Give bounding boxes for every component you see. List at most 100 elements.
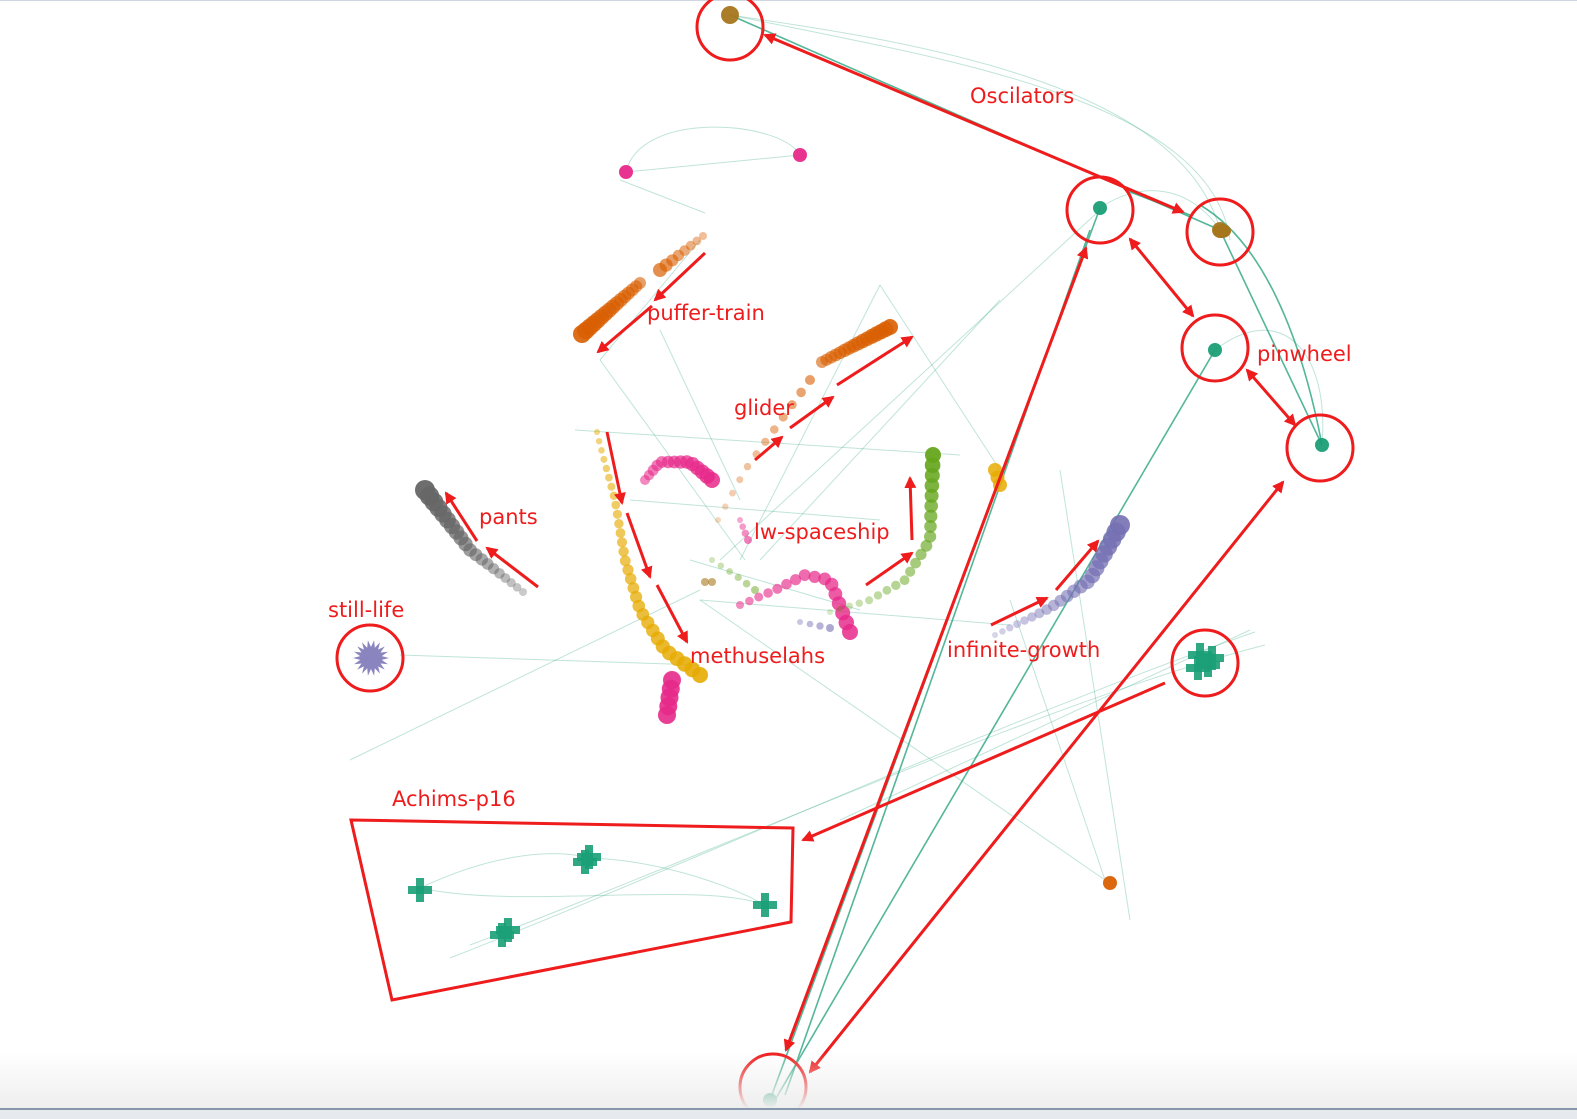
data-point [734, 573, 742, 582]
infinite-growth-points [797, 619, 834, 632]
cross-point [490, 923, 514, 947]
label-lw-spaceship: lw-spaceship [754, 520, 890, 544]
data-point [999, 628, 1006, 635]
label-achims-p16: Achims-p16 [392, 787, 516, 811]
edge [599, 239, 701, 361]
edge [659, 329, 741, 501]
pants-points [415, 480, 527, 596]
data-point [797, 619, 803, 625]
data-point [873, 591, 883, 600]
annotation-circle [695, 0, 765, 62]
data-point [607, 482, 616, 491]
data-point [816, 622, 824, 630]
data-point [737, 517, 743, 523]
annotation-arrow [625, 512, 653, 579]
infinite-growth-points [992, 515, 1130, 638]
data-point [846, 602, 853, 610]
methuselahs-points [594, 429, 708, 683]
glider-points [816, 319, 898, 368]
data-point [619, 555, 631, 567]
annotation-arrow [789, 395, 835, 430]
node-point [1093, 201, 1107, 215]
top-border [0, 0, 1577, 1]
annotation-arrow [655, 584, 689, 644]
data-point [745, 596, 754, 606]
edge [629, 499, 881, 521]
label-still-life: still-life [328, 598, 404, 622]
data-point [798, 569, 811, 581]
data-point [704, 472, 720, 488]
edge [1219, 229, 1323, 446]
data-point [741, 529, 749, 537]
data-point [739, 523, 746, 530]
edge [449, 631, 1256, 959]
methuselahs-points [737, 517, 752, 544]
node-point [1103, 876, 1117, 890]
data-point [600, 455, 608, 463]
edge [619, 179, 706, 214]
data-point [595, 438, 603, 445]
cross-point [408, 878, 432, 902]
data-point [715, 517, 721, 523]
data-point [763, 588, 773, 598]
annotation-circle [1185, 197, 1255, 267]
data-point [692, 667, 708, 683]
label-infinite-growth: infinite-growth [947, 638, 1100, 662]
data-point [622, 564, 634, 576]
data-point [742, 579, 751, 588]
edge [625, 154, 801, 173]
annotation-arrow [801, 681, 1166, 842]
annotation-arrow [605, 431, 626, 505]
data-point [899, 575, 910, 586]
data-point [616, 537, 628, 548]
data-point [653, 263, 667, 277]
node-point [793, 148, 807, 162]
annotation-arrow [763, 33, 1185, 214]
data-point [736, 476, 744, 484]
cross-point [753, 893, 777, 917]
data-point [618, 546, 629, 557]
methuselahs-points [640, 455, 720, 488]
annotation-arrow [444, 491, 479, 542]
data-point [882, 319, 898, 335]
label-pants: pants [479, 505, 538, 529]
bottom-scrollbar [0, 1108, 1577, 1119]
cross-point [496, 918, 520, 942]
data-point [611, 500, 621, 510]
edge [419, 853, 591, 889]
data-point [882, 585, 892, 595]
data-point [598, 447, 605, 454]
edge [1199, 204, 1323, 446]
data-point [806, 620, 814, 628]
label-pinwheel: pinwheel [1257, 342, 1352, 366]
data-point [754, 592, 764, 602]
data-point [658, 706, 676, 724]
annotation-circle [1285, 413, 1355, 483]
mixed-points [709, 557, 759, 594]
puffer-train-points [653, 232, 707, 277]
data-point [761, 437, 770, 446]
data-point [615, 528, 626, 538]
data-point [506, 578, 516, 588]
data-point [826, 624, 834, 632]
label-puffer-train: puffer-train [647, 301, 765, 325]
annotation-arrow [1245, 368, 1297, 427]
data-point [602, 464, 611, 473]
data-point [605, 473, 613, 482]
label-oscillators: Oscilators [970, 84, 1074, 108]
annotation-arrows [444, 33, 1297, 1074]
annotation-circle [335, 623, 405, 693]
data-point [722, 503, 729, 510]
still-life-points [353, 640, 389, 676]
annotation-circle [1180, 313, 1250, 383]
edge [879, 284, 1001, 471]
annotation-arrow [596, 304, 653, 354]
star-point [353, 640, 389, 676]
data-point [717, 562, 724, 569]
data-point [1110, 515, 1130, 535]
data-point [743, 462, 752, 471]
data-point [842, 624, 858, 640]
annotation-arrow [485, 546, 539, 589]
data-point [729, 489, 736, 497]
annotation-arrow [653, 251, 707, 302]
